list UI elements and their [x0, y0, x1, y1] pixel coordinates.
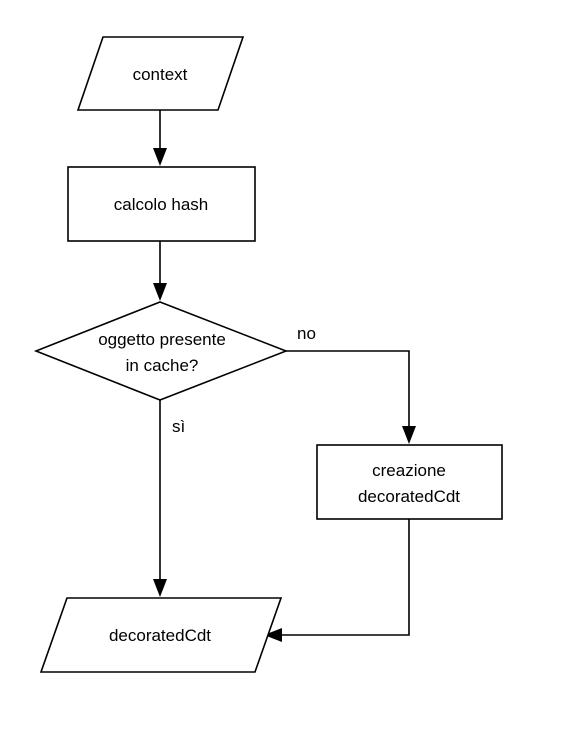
decision-label-line2: in cache? — [126, 356, 199, 375]
creazione-label-line1: creazione — [372, 461, 446, 480]
calcolo-hash-label: calcolo hash — [114, 195, 209, 214]
edge-decision-no: no — [286, 324, 416, 444]
arrowhead — [264, 628, 282, 642]
decision-diamond — [33, 301, 289, 401]
context-label: context — [133, 65, 188, 84]
node-decision: oggetto presente in cache? — [33, 301, 289, 401]
node-context: context — [76, 36, 245, 111]
creazione-rect — [316, 444, 503, 520]
arrowhead — [153, 579, 167, 597]
edge-context-to-hash — [153, 110, 167, 166]
context-parallelogram — [76, 36, 245, 111]
arrowhead — [153, 283, 167, 301]
arrowhead — [402, 426, 416, 444]
arrowhead — [153, 148, 167, 166]
node-creazione: creazione decoratedCdt — [316, 444, 503, 520]
edge-line — [286, 350, 410, 426]
edge-label-no: no — [297, 324, 316, 343]
edge-label-si: sì — [172, 417, 185, 436]
output-label: decoratedCdt — [109, 626, 211, 645]
edge-line — [282, 519, 410, 636]
decision-label-line1: oggetto presente — [98, 330, 226, 349]
output-parallelogram — [39, 597, 283, 673]
node-output: decoratedCdt — [39, 597, 283, 673]
edge-decision-si: sì — [153, 400, 185, 597]
creazione-label-line2: decoratedCdt — [358, 487, 460, 506]
calcolo-hash-rect — [67, 166, 256, 242]
edge-hash-to-decision — [153, 241, 167, 301]
node-calcolo-hash: calcolo hash — [67, 166, 256, 242]
edge-creazione-to-output — [264, 519, 410, 642]
